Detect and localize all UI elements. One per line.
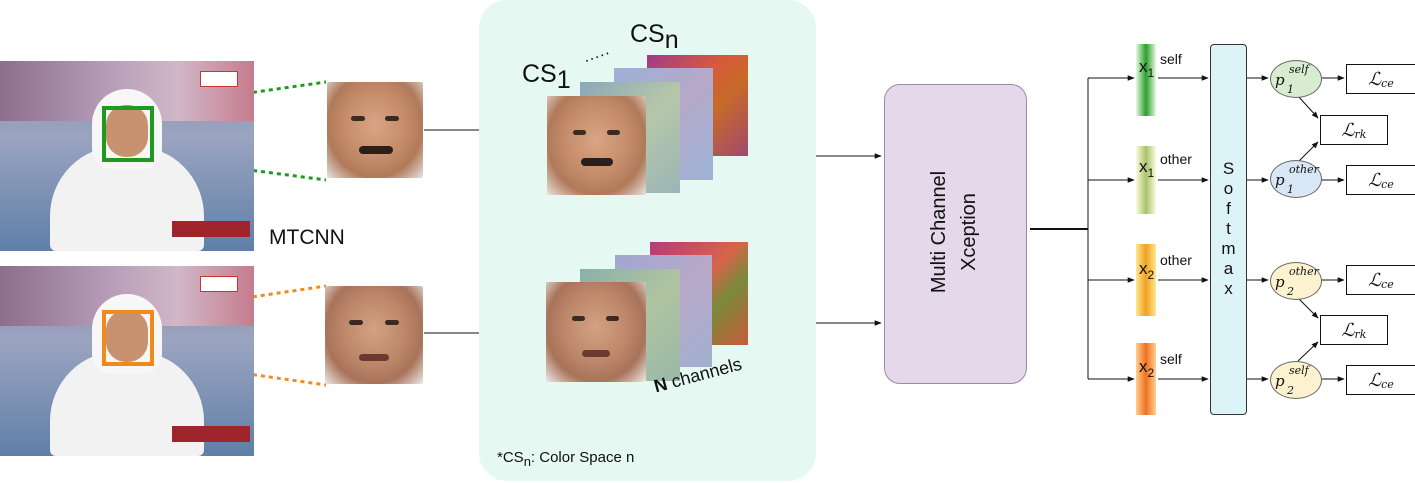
feature-vector-x2-other [1136,244,1156,316]
mtcnn-label: MTCNN [269,226,345,249]
vector-tag-x1-self: self [1160,51,1182,67]
feature-vector-x1-self [1136,44,1156,116]
softmax-block: S o f t m a x [1210,44,1247,415]
vector-tag-x2-self: self [1160,351,1182,367]
vector-tag-x1-other: other [1160,151,1192,167]
prob-p2-self: p 2 self [1270,361,1322,399]
face-box-orange [102,310,154,366]
prob-p2-other: p 2 other [1270,262,1322,300]
channel-layer-1-top [547,96,646,195]
color-space-1-label: CS1 [522,60,571,94]
backbone-label: Multi Channel Xception [928,170,980,294]
input-frame-1 [0,61,254,251]
face-crop-2 [325,286,423,384]
input-frame-2 [0,266,254,456]
feature-vector-x2-self [1136,343,1156,415]
multi-channel-xception-block [884,84,1027,384]
vector-label-x1-other: x1 [1139,157,1155,180]
vector-label-x2-other: x2 [1139,259,1155,282]
vector-label-x2-self: x2 [1139,357,1155,380]
prob-p1-self: p 1 self [1270,60,1322,98]
face-crop-1 [327,82,423,178]
vector-tag-x2-other: other [1160,252,1192,268]
face-box-green [102,106,154,162]
footnote: *CSn: Color Space n [497,449,635,469]
vector-label-x1-self: x1 [1139,57,1155,80]
color-space-n-label: CSn [630,20,679,54]
softmax-label: S o f t m a x [1221,159,1236,298]
channel-layer-1-bottom [546,282,646,382]
feature-vector-x1-other [1136,146,1156,214]
prob-p1-other: p 1 other [1270,160,1322,198]
